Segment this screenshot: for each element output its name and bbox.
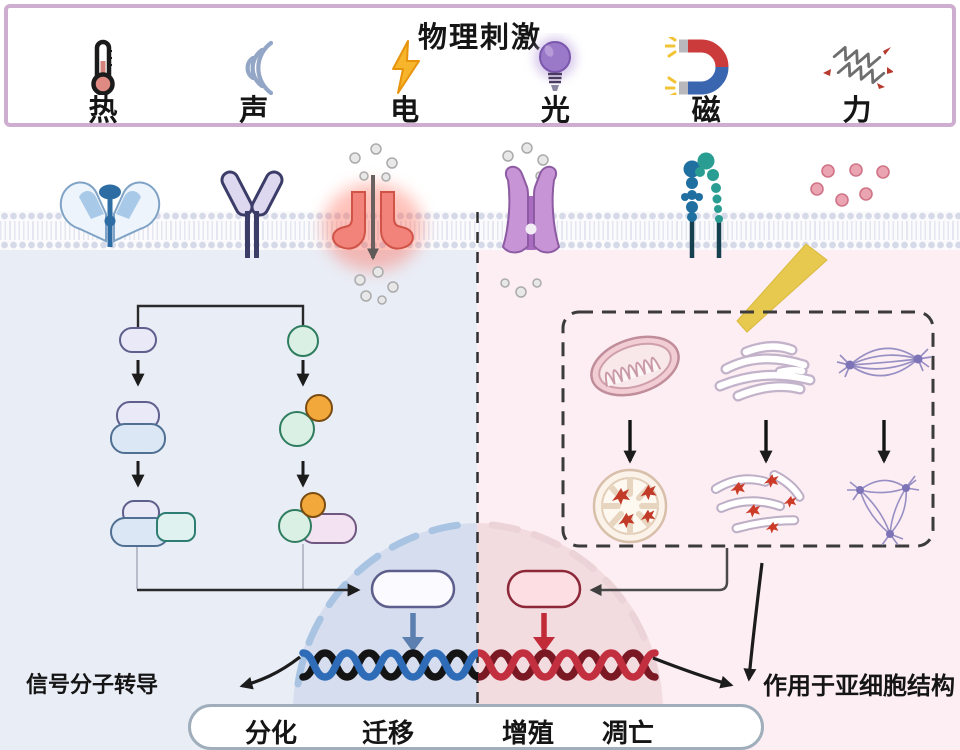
stimulus-label-heat: 热 — [88, 95, 118, 127]
stimulus-sound: 声 — [199, 37, 309, 126]
outcome-migration: 迁移 — [361, 718, 415, 748]
mechanosensitive-channel-graphic — [59, 181, 161, 247]
stimulus-label-electric: 电 — [390, 95, 420, 127]
physical-stimuli-banner: 物理刺激 热 — [4, 4, 956, 127]
stimulus-light: 光 — [500, 37, 610, 126]
dna-to-left-label-arrow — [239, 655, 301, 690]
signal-transduction-label: 信号分子转导 — [26, 672, 159, 697]
soluble-molecules-graphic — [810, 163, 890, 207]
laser-beam-graphic — [736, 243, 828, 333]
stimulus-electric: 电 — [350, 37, 460, 126]
stimulus-magnetic: 磁 — [651, 37, 761, 126]
subcellular-structures-label: 作用于亚细胞结构 — [763, 673, 955, 700]
stimuli-row: 热 声 电 — [48, 34, 912, 126]
golgi-healthy-graphic — [714, 341, 816, 402]
cell-outcomes-capsule: 分化 迁移 增殖 凋亡 — [188, 704, 764, 750]
box-to-factor-connector — [589, 548, 729, 596]
stimulus-label-light: 光 — [540, 95, 570, 127]
integrin-receptor-graphic — [681, 152, 723, 258]
organelle-change-arrows — [623, 420, 891, 464]
golgi-damaged-graphic — [710, 469, 805, 534]
thermometer-icon — [86, 37, 120, 95]
spindle-healthy-graphic — [836, 347, 932, 378]
purple-ion-channel-graphic — [500, 142, 561, 298]
dna-helix — [299, 649, 659, 681]
outcome-proliferation: 增殖 — [501, 718, 555, 748]
stimulus-label-magnetic: 磁 — [691, 95, 721, 127]
outcome-apoptosis: 凋亡 — [601, 718, 655, 748]
subcellular-structures-box — [561, 310, 935, 548]
mitochondrion-healthy-graphic — [590, 335, 680, 397]
stimulus-label-force: 力 — [842, 95, 872, 127]
box-to-subcellular-arrow — [743, 562, 764, 682]
cell-membrane — [0, 211, 960, 250]
mitochondrion-damaged-graphic — [592, 468, 668, 544]
dna-to-right-label-arrow — [652, 656, 734, 689]
outcome-differentiation: 分化 — [244, 718, 298, 748]
stimulus-force: 力 — [802, 37, 912, 126]
thermo-ion-channel-graphic — [323, 143, 423, 305]
spindle-damaged-graphic — [847, 475, 920, 546]
light-bulb-icon — [524, 37, 586, 95]
force-icon — [821, 37, 893, 95]
signaling-cascade — [110, 304, 361, 597]
antibody-receptor-graphic — [220, 170, 284, 258]
stimulus-label-sound: 声 — [239, 95, 269, 127]
transcription-factor-left — [370, 569, 456, 652]
stimulus-heat: 热 — [48, 37, 158, 126]
sound-waves-icon — [226, 37, 282, 95]
lightning-icon — [386, 37, 424, 95]
banner-title: 物理刺激 — [417, 22, 542, 54]
magnet-icon — [665, 37, 747, 95]
transcription-factor-right — [506, 569, 582, 652]
